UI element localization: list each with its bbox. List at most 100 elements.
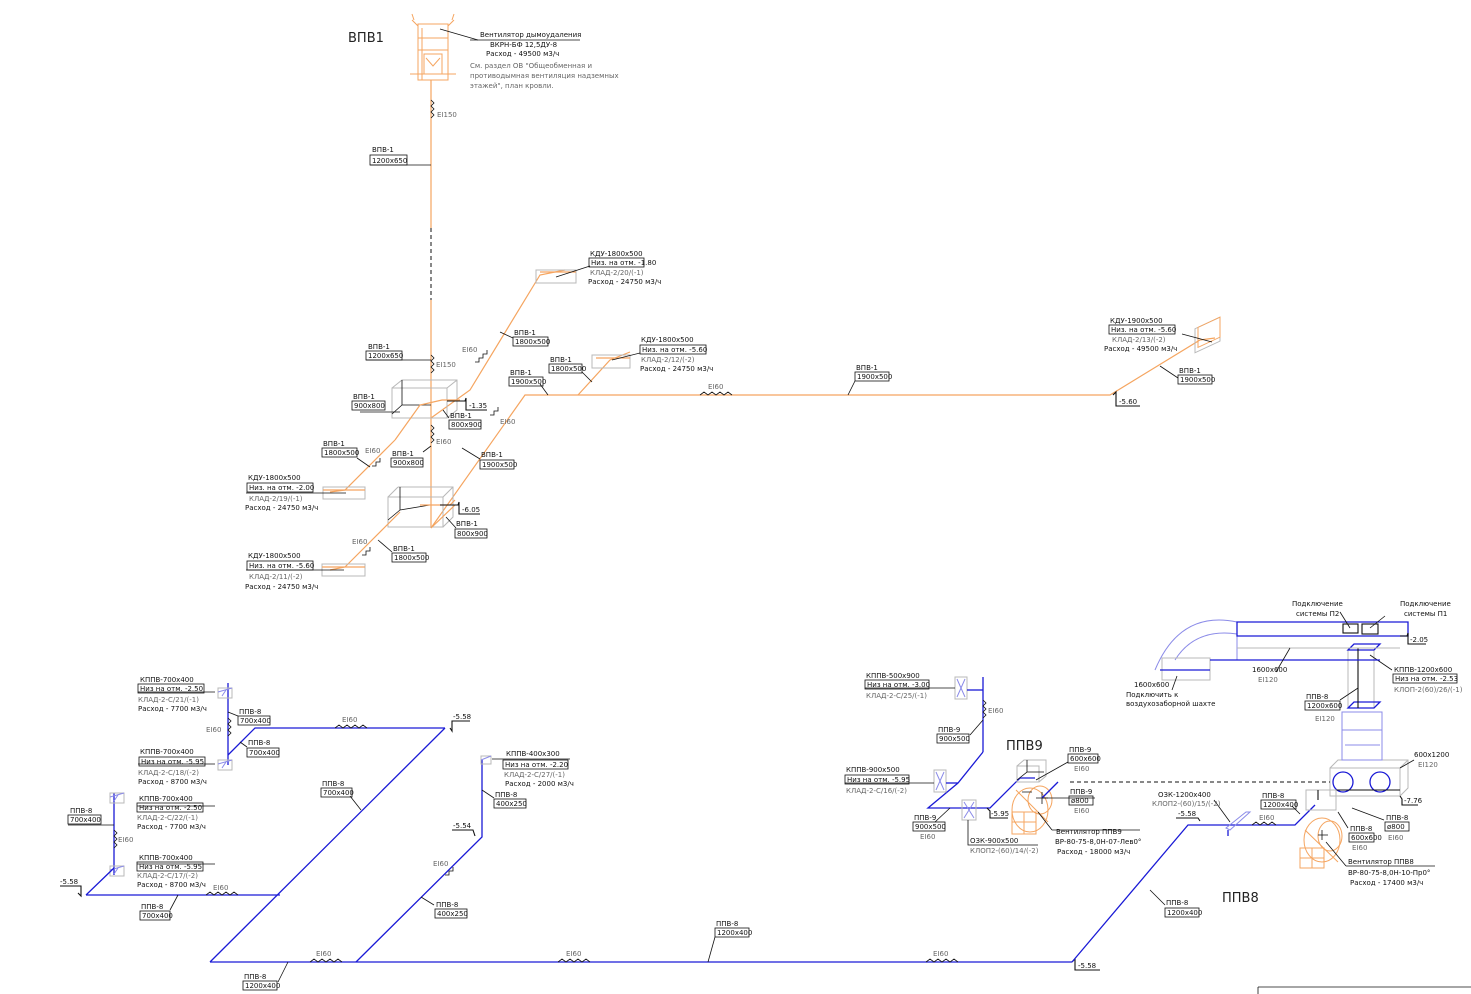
elevation-mark: [1112, 390, 1140, 407]
duct-label-name: ВПВ-1: [510, 369, 532, 377]
fire-rating: EI60: [352, 538, 367, 546]
duct-label-name: ППВ-9: [938, 726, 960, 734]
valve-code: КЛАД-2/12/(-2): [641, 356, 695, 364]
fire-rating: EI60: [462, 346, 477, 354]
supply-damper-icon: [480, 755, 492, 765]
duct-label-size: 1800x500: [324, 449, 359, 457]
fire-rating: EI60: [1388, 834, 1403, 842]
valve-level: Низ на отм. -5.95: [847, 776, 910, 784]
supply-duct: [926, 751, 1035, 809]
fan-flow: Расход - 18000 м3/ч: [1057, 848, 1130, 856]
duct-label-size: ø800: [1387, 823, 1405, 831]
fan-flow: Расход - 49500 м3/ч: [486, 50, 559, 58]
duct-label-name: ВПВ-1: [353, 393, 375, 401]
duct-label-size: 1800x500: [394, 554, 429, 562]
fan-title: Вентилятор ППВ8: [1348, 858, 1414, 866]
valve-flow: Расход - 8700 м3/ч: [138, 778, 207, 786]
valve-flow: Расход - 8700 м3/ч: [137, 881, 206, 889]
valve-type: КДУ-1900x500: [1110, 317, 1163, 325]
valve-flow: Расход - 24750 м3/ч: [245, 504, 318, 512]
duct-label-size: 1200x400: [717, 929, 752, 937]
valve-code: КЛАД-2/11/(-2): [249, 573, 303, 581]
valve-code: КЛАД-2-С/17/(-2): [137, 872, 198, 880]
elevation-mark: [452, 829, 476, 837]
smoke-exhaust-fan-icon: [410, 13, 456, 81]
smoke-damper-icon: [591, 354, 631, 369]
elevation-mark: [986, 807, 1008, 819]
duct-label-size: 1200x400: [1167, 909, 1202, 917]
fire-rating: EI60: [933, 950, 948, 958]
intake-note: воздухозаборной шахте: [1126, 700, 1215, 708]
valve-level: Низ. на отм. -5.60: [249, 562, 314, 570]
duct-label-name: ППВ-8: [495, 791, 517, 799]
duct-label-size: 1900x500: [511, 378, 546, 386]
supply-damper-icon: [109, 792, 125, 804]
duct-label-name: ВПВ-1: [368, 343, 390, 351]
valve-code: КЛАД-2-С/18/(-2): [138, 769, 199, 777]
duct-label-name: ППВ-8: [239, 708, 261, 716]
duct-label-name: ППВ-8: [716, 920, 738, 928]
duct-label-name: ВПВ-1: [372, 146, 394, 154]
box-rating: EI120: [1418, 761, 1438, 769]
elevation-value: -5.58: [60, 878, 78, 886]
box-size: 600x1200: [1414, 751, 1449, 759]
duct-label-name: ВПВ-1: [393, 545, 415, 553]
valve-code: КЛАД-2/13/(-2): [1112, 336, 1166, 344]
supply-shaft-riser: [1341, 643, 1383, 761]
elevation-value: -5.54: [453, 822, 472, 830]
valve-code: КЛАД-2-С/21/(-1): [138, 696, 199, 704]
duct-label-size: 800x900: [457, 530, 488, 538]
duct-label-name: ППВ-8: [70, 807, 92, 815]
connection-label: Подключение: [1400, 600, 1451, 608]
elevation-value: -5.58: [453, 713, 471, 721]
valve-level: Низ. на отм. -5.60: [1111, 326, 1176, 334]
fire-rating: EI60: [920, 833, 935, 841]
duct-label-size: 900x800: [354, 402, 385, 410]
fire-rating: EI60: [566, 950, 581, 958]
system-title-ppv9: ППВ9: [1006, 739, 1043, 754]
valve-flow: Расход - 49500 м3/ч: [1104, 345, 1177, 353]
valve-code: КЛАД-2-С/25/(-1): [866, 692, 927, 700]
intake-note: Подключить к: [1126, 691, 1178, 699]
fire-rating: EI60: [213, 884, 228, 892]
elevation-value: -5.95: [991, 810, 1009, 818]
fire-rating: EI60: [988, 707, 1003, 715]
duct-label-name: ППВ-8: [141, 903, 163, 911]
duct-label-name: ППВ-8: [1166, 899, 1188, 907]
fire-damper-icon: [961, 799, 977, 821]
fire-damper-code: КЛОП2-(60)/14/(-2): [970, 847, 1039, 855]
duct-label-size: 1800x500: [515, 338, 550, 346]
fire-rating: EI60: [342, 716, 357, 724]
supply-damper-icon: [933, 769, 947, 793]
valve-code: КЛАД-2-С/22/(-1): [137, 814, 198, 822]
duct-label-size: 900x500: [939, 735, 970, 743]
valve-code: КЛАД-2-С/27/(-1): [504, 771, 565, 779]
valve-type: КППВ-900x500: [846, 766, 900, 774]
duct-label-name: ППВ-8: [1306, 693, 1328, 701]
valve-type: КДУ-1800x500: [641, 336, 694, 344]
duct-label-name: ППВ-8: [1386, 814, 1408, 822]
connection-label: системы П1: [1404, 610, 1447, 618]
supply-damper-icon: [217, 687, 233, 699]
fan-flow: Расход - 17400 м3/ч: [1350, 879, 1423, 887]
supply-damper-icon: [954, 676, 968, 700]
valve-code: КЛОП-2(60)/26/(-1): [1394, 686, 1463, 694]
duct-label-name: ВПВ-1: [481, 451, 503, 459]
elevation-value: -2.05: [1410, 636, 1428, 644]
duct-label-name: ВПВ-1: [856, 364, 878, 372]
valve-flow: Расход - 24750 м3/ч: [588, 278, 661, 286]
duct-label-name: ВПВ-1: [456, 520, 478, 528]
valve-type: КППВ-700x400: [139, 854, 193, 862]
duct-label-size: 700x400: [70, 816, 101, 824]
intake-size: 1600x600: [1134, 681, 1169, 689]
valve-type: КППВ-700x400: [140, 676, 194, 684]
duct-label-size: 700x400: [142, 912, 173, 920]
valve-level: Низ на отм. -2.50: [140, 685, 203, 693]
fire-rating: EI60: [436, 438, 451, 446]
duct-label-size: ø800: [1071, 797, 1089, 805]
valve-level: Низ на отм. -5.95: [141, 758, 204, 766]
elevation-value: -5.58: [1178, 810, 1196, 818]
duct-label-size: 900x800: [393, 459, 424, 467]
valve-flow: Расход - 2000 м3/ч: [505, 780, 574, 788]
main-horizontal-duct: [430, 337, 1216, 529]
